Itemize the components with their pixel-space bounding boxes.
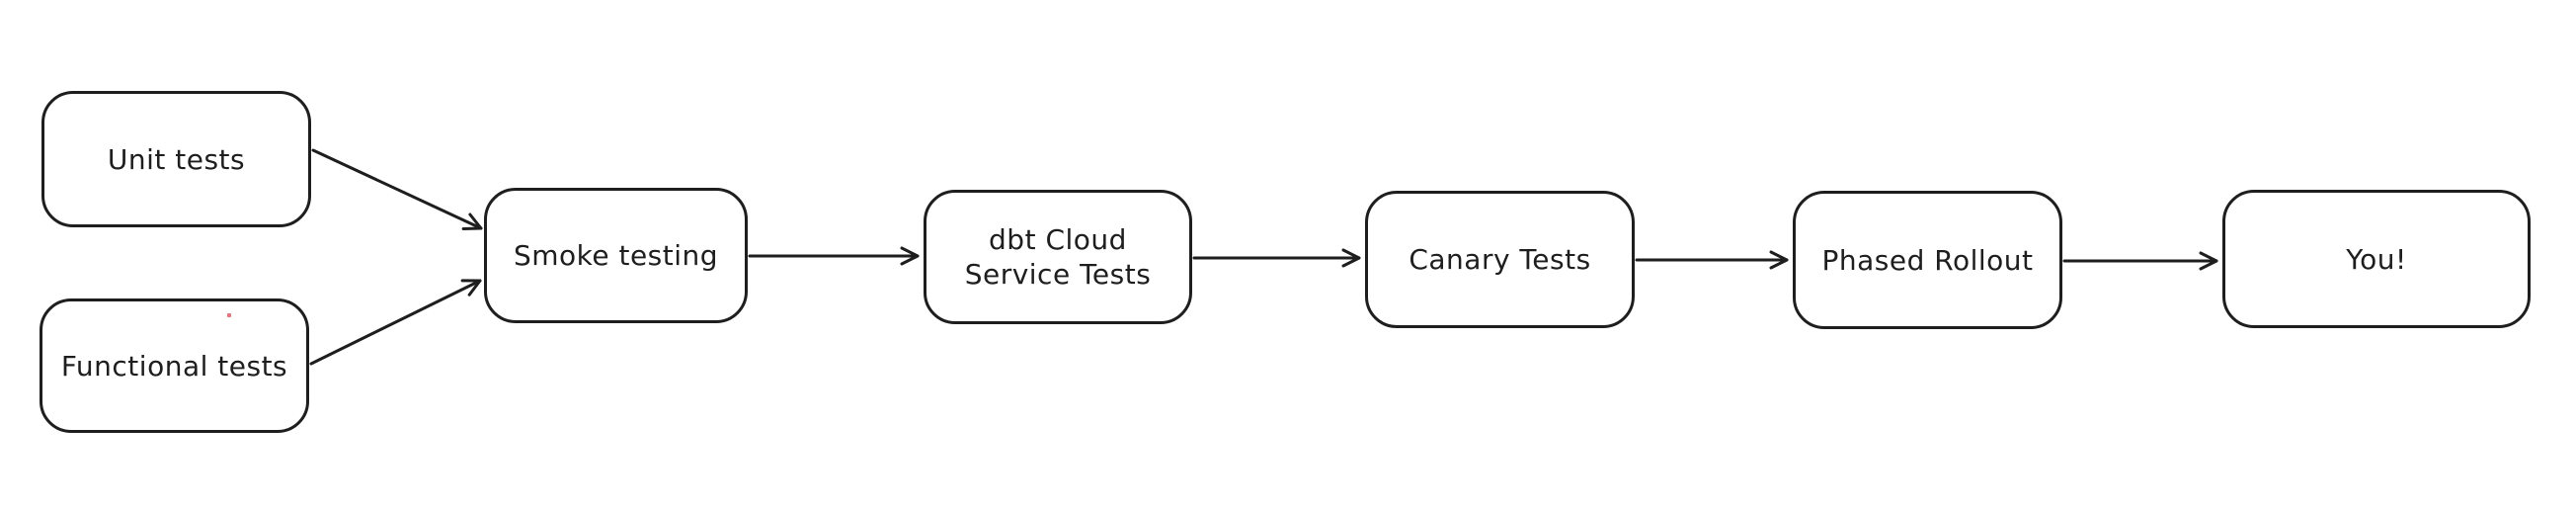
node-dbt-cloud-service-tests[interactable]: dbt Cloud Service Tests — [924, 190, 1192, 324]
node-unit-tests[interactable]: Unit tests — [41, 91, 311, 227]
node-canary-tests-label: Canary Tests — [1409, 243, 1591, 276]
node-you[interactable]: You! — [2222, 190, 2531, 328]
edge-functional-tests-to-smoke-testing[interactable] — [309, 279, 482, 366]
node-phased-rollout-label: Phased Rollout — [1821, 243, 2034, 277]
node-unit-tests-label: Unit tests — [107, 142, 246, 176]
edge-unit-tests-to-smoke-testing[interactable] — [311, 148, 483, 231]
node-smoke-testing-label: Smoke testing — [513, 239, 719, 272]
node-functional-tests-label: Functional tests — [60, 349, 288, 382]
node-canary-tests[interactable]: Canary Tests — [1365, 191, 1635, 328]
node-functional-tests[interactable]: Functional tests — [40, 298, 309, 433]
node-you-label: You! — [2346, 242, 2407, 276]
stray-red-dot — [227, 313, 231, 317]
node-dbt-cloud-service-tests-label: dbt Cloud Service Tests — [964, 223, 1152, 291]
node-phased-rollout[interactable]: Phased Rollout — [1793, 191, 2062, 329]
node-smoke-testing[interactable]: Smoke testing — [484, 188, 748, 323]
